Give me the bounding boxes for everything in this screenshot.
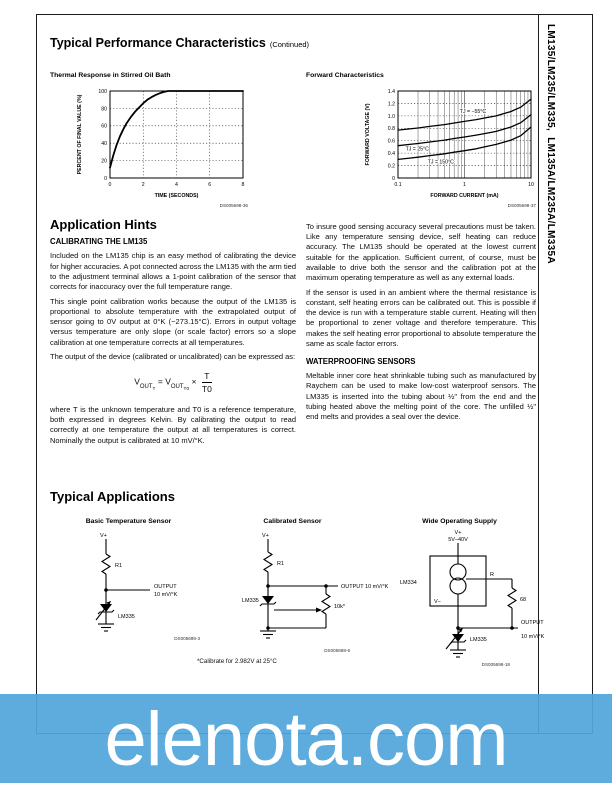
circuit2-figure-code: DS005698-6 bbox=[324, 648, 350, 653]
svg-text:0: 0 bbox=[109, 182, 112, 188]
circuit3-title: Wide Operating Supply bbox=[422, 518, 497, 525]
vplus-label: V+ bbox=[455, 530, 462, 536]
svg-text:1.0: 1.0 bbox=[388, 114, 395, 120]
pot-label: 10k* bbox=[334, 604, 346, 610]
output-label: OUTPUT 10 mV/°K bbox=[341, 584, 389, 590]
typical-applications-heading: Typical Applications bbox=[50, 489, 175, 504]
calibrated-sensor-schematic: V+ R1 OUTPUT 10 mV/°K LM335 10k* bbox=[242, 533, 389, 639]
equals-sign: = bbox=[157, 376, 163, 387]
chart2-figure-code: DS005698-37 bbox=[507, 203, 536, 208]
circuit2-title: Calibrated Sensor bbox=[263, 518, 322, 525]
output-value-label: 10 mV/°K bbox=[154, 592, 178, 598]
paragraph: Included on the LM135 chip is an easy me… bbox=[50, 251, 296, 292]
section-title-text: Typical Performance Characteristics bbox=[50, 36, 266, 50]
application-hints-right-column: To insure good sensing accuracy several … bbox=[306, 222, 536, 427]
watermark-text: elenota.com bbox=[104, 697, 508, 782]
circuit1-figure-code: DS005698-3 bbox=[174, 636, 200, 641]
section-title: Typical Performance Characteristics(Cont… bbox=[50, 36, 309, 50]
typical-applications-heading-wrap: Typical Applications bbox=[50, 489, 350, 509]
pin-r-label: R bbox=[490, 572, 494, 578]
svg-text:2: 2 bbox=[142, 182, 145, 188]
part-label-lm335: LM335 bbox=[470, 637, 487, 643]
svg-text:0.8: 0.8 bbox=[388, 126, 395, 132]
svg-text:TJ = 25°C: TJ = 25°C bbox=[406, 147, 430, 153]
output-label: OUTPUT bbox=[521, 620, 544, 626]
output-value-label: 10 mV/°K bbox=[521, 634, 545, 640]
equation-term: V bbox=[134, 376, 140, 387]
svg-text:4: 4 bbox=[175, 182, 178, 188]
vplus-label: V+ bbox=[262, 533, 269, 539]
part-label: LM335 bbox=[242, 598, 259, 604]
sidebar-divider bbox=[538, 14, 539, 733]
paragraph: where T is the unknown temperature and T… bbox=[50, 404, 296, 445]
svg-text:0.4: 0.4 bbox=[388, 151, 395, 157]
times-sign: × bbox=[191, 376, 197, 387]
paragraph: The output of the device (calibrated or … bbox=[50, 352, 296, 362]
paragraph: To insure good sensing accuracy several … bbox=[306, 222, 536, 283]
zener-diode-symbol bbox=[452, 634, 464, 642]
supply-range-label: 5V–40V bbox=[448, 537, 468, 543]
paragraph: Meltable inner core heat shrinkable tubi… bbox=[306, 371, 536, 421]
watermark-banner: elenota.com bbox=[0, 694, 612, 783]
zener-diode-symbol bbox=[262, 596, 274, 604]
svg-text:PERCENT OF FINAL VALUE (%): PERCENT OF FINAL VALUE (%) bbox=[77, 94, 83, 174]
equation-term: V bbox=[165, 376, 171, 387]
svg-text:6: 6 bbox=[208, 182, 211, 188]
resistor-label: 68 bbox=[520, 597, 526, 603]
svg-text:0.6: 0.6 bbox=[388, 139, 395, 145]
svg-text:1: 1 bbox=[463, 182, 466, 188]
chart1-figure-code: DS005698-36 bbox=[219, 203, 248, 208]
svg-text:0: 0 bbox=[392, 176, 395, 182]
calibrating-subheading: CALIBRATING THE LM135 bbox=[50, 237, 148, 247]
resistor-label: R1 bbox=[277, 561, 284, 567]
svg-text:80: 80 bbox=[101, 106, 107, 112]
svg-text:TJ = −55°C: TJ = −55°C bbox=[460, 109, 487, 115]
circuit3-figure-code: DS005698-18 bbox=[481, 662, 510, 667]
part-label-lm334: LM334 bbox=[400, 580, 417, 586]
svg-text:10: 10 bbox=[528, 182, 534, 188]
pin-vminus-label: V− bbox=[434, 599, 441, 605]
chart2-title: Forward Characteristics bbox=[306, 72, 384, 79]
calibration-footnote: *Calibrate for 2.982V at 25°C bbox=[197, 658, 277, 665]
svg-text:8: 8 bbox=[242, 182, 245, 188]
svg-text:100: 100 bbox=[98, 89, 107, 95]
wiper-arrow bbox=[316, 607, 322, 613]
svg-text:1.4: 1.4 bbox=[388, 89, 395, 95]
chart1-title: Thermal Response in Stirred Oil Bath bbox=[50, 72, 171, 79]
svg-text:0: 0 bbox=[104, 176, 107, 182]
paragraph: If the sensor is used in an ambient wher… bbox=[306, 287, 536, 348]
zener-diode-symbol bbox=[100, 604, 112, 612]
svg-text:TIME (SECONDS): TIME (SECONDS) bbox=[155, 193, 199, 199]
vplus-label: V+ bbox=[100, 533, 107, 539]
paragraph: This single point calibration works beca… bbox=[50, 296, 296, 347]
circuit1-title: Basic Temperature Sensor bbox=[85, 518, 172, 525]
svg-text:0.1: 0.1 bbox=[394, 182, 401, 188]
part-label: LM335 bbox=[118, 614, 135, 620]
svg-text:FORWARD VOLTAGE (V): FORWARD VOLTAGE (V) bbox=[365, 103, 371, 165]
svg-text:FORWARD CURRENT (mA): FORWARD CURRENT (mA) bbox=[430, 193, 498, 199]
svg-text:1.2: 1.2 bbox=[388, 101, 395, 107]
application-hints-left-column: Application Hints CALIBRATING THE LM135 … bbox=[50, 217, 296, 450]
waterproofing-subheading: WATERPROOFING SENSORS bbox=[306, 356, 416, 366]
application-hints-heading: Application Hints bbox=[50, 217, 157, 232]
svg-text:TJ = 150°C: TJ = 150°C bbox=[428, 159, 454, 165]
section-title-continued: (Continued) bbox=[269, 40, 310, 49]
resistor-label: R1 bbox=[115, 563, 122, 569]
wide-operating-supply-schematic: V+ 5V–40V LM334 R V− 68 OUTPUT 10 mV/°K … bbox=[400, 530, 545, 658]
output-label: OUTPUT bbox=[154, 584, 177, 590]
basic-temperature-sensor-schematic: V+ R1 OUTPUT 10 mV/°K LM335 bbox=[95, 533, 178, 632]
svg-text:60: 60 bbox=[101, 124, 107, 130]
sidebar-part-numbers: LM135/LM235/LM335, LM135A/LM235A/LM335A bbox=[545, 24, 556, 264]
svg-text:0.2: 0.2 bbox=[388, 163, 395, 169]
svg-text:20: 20 bbox=[101, 159, 107, 165]
svg-text:40: 40 bbox=[101, 141, 107, 147]
